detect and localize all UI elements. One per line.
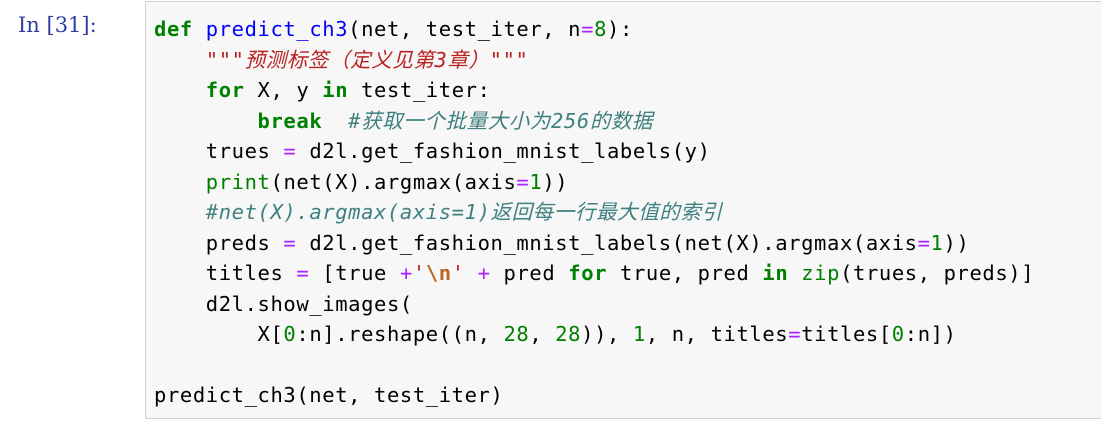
- code-token: 0: [283, 322, 297, 346]
- code-token: 1: [529, 169, 543, 194]
- code-token: =: [516, 169, 530, 194]
- code-token: true, pred: [607, 261, 763, 285]
- code-token: preds: [154, 230, 284, 255]
- code-token: ': [451, 261, 465, 285]
- code-editor[interactable]: def predict_ch3(net, test_iter, n=8): ""…: [154, 14, 1034, 411]
- code-token: +: [477, 261, 491, 285]
- code-line: """预测标签（定义见第3章）""": [154, 45, 1034, 76]
- code-token: [154, 48, 206, 72]
- code-token: )): [943, 230, 970, 255]
- code-token: for: [568, 261, 608, 285]
- code-token: (trues, preds)]: [840, 261, 1035, 285]
- code-token: :n]): [904, 322, 957, 346]
- code-token: =: [917, 230, 931, 255]
- code-token: (net(X).argmax(axis: [270, 169, 517, 194]
- code-token: [154, 109, 258, 133]
- code-token: pred: [490, 261, 569, 285]
- code-token: X, y: [244, 78, 323, 102]
- code-line: [154, 350, 1034, 381]
- code-token: :n].reshape((n,: [296, 322, 504, 346]
- code-token: print: [205, 169, 271, 194]
- code-line: for X, y in test_iter:: [154, 75, 1034, 106]
- code-token: [true: [309, 261, 400, 285]
- code-line: titles = [true +'\n' + pred for true, pr…: [154, 258, 1034, 289]
- code-token: test_iter:: [348, 78, 491, 102]
- code-line: d2l.show_images(: [154, 289, 1034, 320]
- code-token: trues: [154, 139, 284, 163]
- code-token: d2l.get_fashion_mnist_labels(y): [296, 139, 711, 163]
- code-token: for: [205, 78, 245, 102]
- code-line: print(net(X).argmax(axis=1)): [154, 167, 1034, 198]
- code-token: \n: [425, 261, 452, 285]
- code-token: d2l.get_fashion_mnist_labels(net(X).argm…: [296, 230, 918, 255]
- code-token: 28: [555, 322, 582, 346]
- code-token: [788, 261, 801, 285]
- code-token: zip: [801, 261, 841, 285]
- code-token: ,: [529, 322, 556, 346]
- code-token: break: [257, 108, 323, 133]
- code-token: """预测标签（定义见第3章）""": [205, 47, 529, 72]
- code-token: ': [412, 261, 426, 285]
- code-token: [193, 17, 206, 41]
- code-token: d2l.show_images(: [154, 291, 413, 316]
- code-token: #获取一个批量大小为256的数据: [348, 108, 654, 133]
- code-token: , n, titles: [645, 322, 789, 346]
- code-token: (net, test_iter, n: [348, 17, 582, 41]
- code-token: in: [762, 261, 789, 285]
- code-token: 8: [594, 17, 608, 41]
- code-token: titles[: [801, 322, 892, 346]
- code-line: X[0:n].reshape((n, 28, 28)), 1, n, title…: [154, 319, 1034, 350]
- code-token: in: [322, 78, 349, 102]
- code-token: [465, 261, 478, 285]
- code-token: [154, 170, 206, 194]
- code-token: [154, 200, 206, 224]
- code-token: 28: [503, 322, 530, 346]
- code-line: break #获取一个批量大小为256的数据: [154, 106, 1034, 137]
- code-token: )),: [581, 322, 633, 346]
- code-token: predict_ch3(net, test_iter): [154, 383, 504, 407]
- code-token: )): [542, 169, 569, 194]
- code-token: =: [283, 230, 297, 255]
- code-token: +: [399, 261, 413, 285]
- code-token: titles: [154, 261, 297, 285]
- code-token: =: [788, 322, 802, 346]
- code-token: =: [283, 139, 297, 163]
- code-line: #net(X).argmax(axis=1)返回每一行最大值的索引: [154, 197, 1034, 228]
- code-token: predict_ch3: [205, 17, 349, 41]
- code-line: trues = d2l.get_fashion_mnist_labels(y): [154, 136, 1034, 167]
- code-token: X[: [154, 322, 284, 346]
- code-token: [322, 109, 348, 133]
- code-token: def: [154, 17, 193, 41]
- code-token: =: [296, 261, 310, 285]
- code-token: 1: [632, 322, 646, 346]
- code-token: =: [581, 17, 595, 41]
- code-token: ):: [607, 17, 633, 41]
- code-line: def predict_ch3(net, test_iter, n=8):: [154, 14, 1034, 45]
- code-token: #net(X).argmax(axis=1)返回每一行最大值的索引: [205, 200, 723, 224]
- cell-prompt: In [31]:: [18, 13, 97, 37]
- code-token: 1: [930, 230, 944, 255]
- code-token: 0: [891, 322, 905, 346]
- code-line: preds = d2l.get_fashion_mnist_labels(net…: [154, 228, 1034, 259]
- code-token: [154, 78, 206, 102]
- code-line: predict_ch3(net, test_iter): [154, 380, 1034, 411]
- code-cell[interactable]: def predict_ch3(net, test_iter, n=8): ""…: [145, 1, 1101, 419]
